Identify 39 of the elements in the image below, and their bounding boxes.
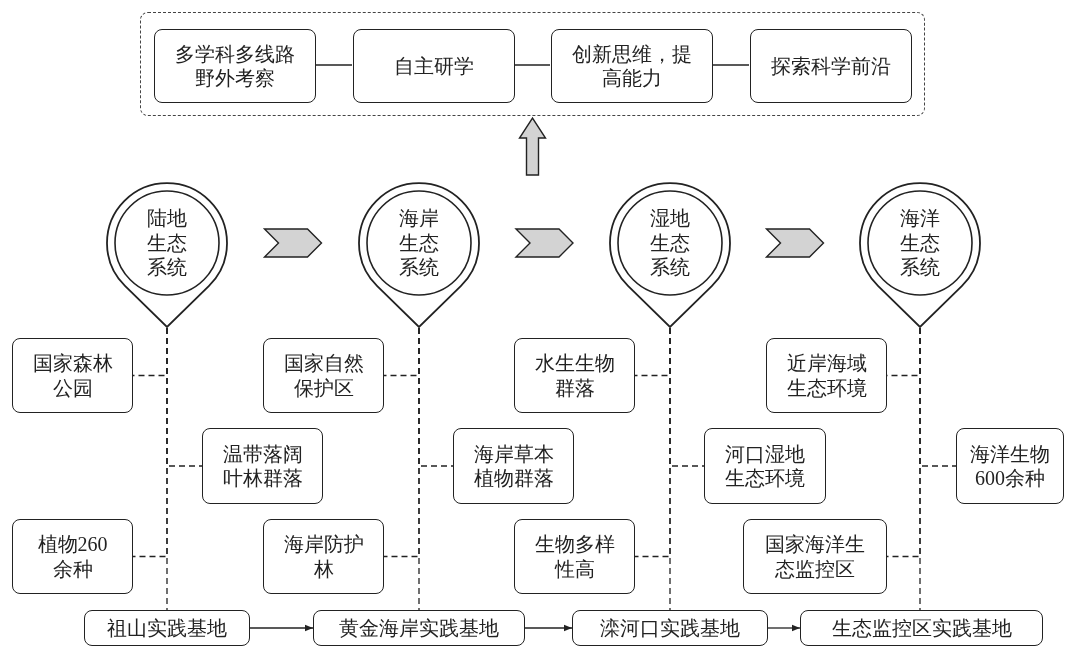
text-box: 祖山实践基地	[84, 610, 250, 646]
dashed-group-frame	[140, 12, 925, 116]
text-box: 多学科多线路野外考察	[154, 29, 316, 103]
text-box: 水生生物群落	[514, 338, 635, 413]
chevron-arrow	[514, 228, 574, 258]
text-box: 海洋生物600余种	[956, 428, 1064, 504]
location-pin: 湿地生态系统	[609, 182, 731, 328]
arrow	[524, 624, 573, 632]
text-box: 创新思维，提高能力	[551, 29, 713, 103]
connector-line	[314, 64, 353, 66]
text-box: 海岸草本植物群落	[453, 428, 574, 504]
chevron-arrow	[764, 228, 825, 258]
text-box: 生态监控区实践基地	[800, 610, 1043, 646]
connector-line	[711, 64, 750, 66]
text-box: 生物多样性高	[514, 519, 635, 594]
arrow	[249, 624, 314, 632]
arrow	[767, 624, 801, 632]
text-box: 自主研学	[353, 29, 515, 103]
dashed-branch-line	[669, 327, 671, 611]
chevron-arrow	[262, 228, 323, 258]
location-pin: 海洋生态系统	[859, 182, 981, 328]
text-box: 国家海洋生态监控区	[743, 519, 887, 594]
text-box: 滦河口实践基地	[572, 610, 768, 646]
connector-line	[513, 64, 551, 66]
location-pin: 海岸生态系统	[358, 182, 480, 328]
dashed-branch-line	[166, 327, 168, 611]
text-box: 黄金海岸实践基地	[313, 610, 525, 646]
text-box: 国家森林公园	[12, 338, 133, 413]
dashed-branch-line	[418, 327, 420, 611]
text-box: 温带落阔叶林群落	[202, 428, 323, 504]
text-box: 河口湿地生态环境	[704, 428, 826, 504]
block-arrow	[518, 116, 547, 176]
dashed-branch-line	[919, 327, 921, 611]
text-box: 海岸防护林	[263, 519, 384, 594]
text-box: 国家自然保护区	[263, 338, 384, 413]
text-box: 探索科学前沿	[750, 29, 912, 103]
text-box: 植物260余种	[12, 519, 133, 594]
text-box: 近岸海域生态环境	[766, 338, 887, 413]
location-pin: 陆地生态系统	[106, 182, 228, 328]
